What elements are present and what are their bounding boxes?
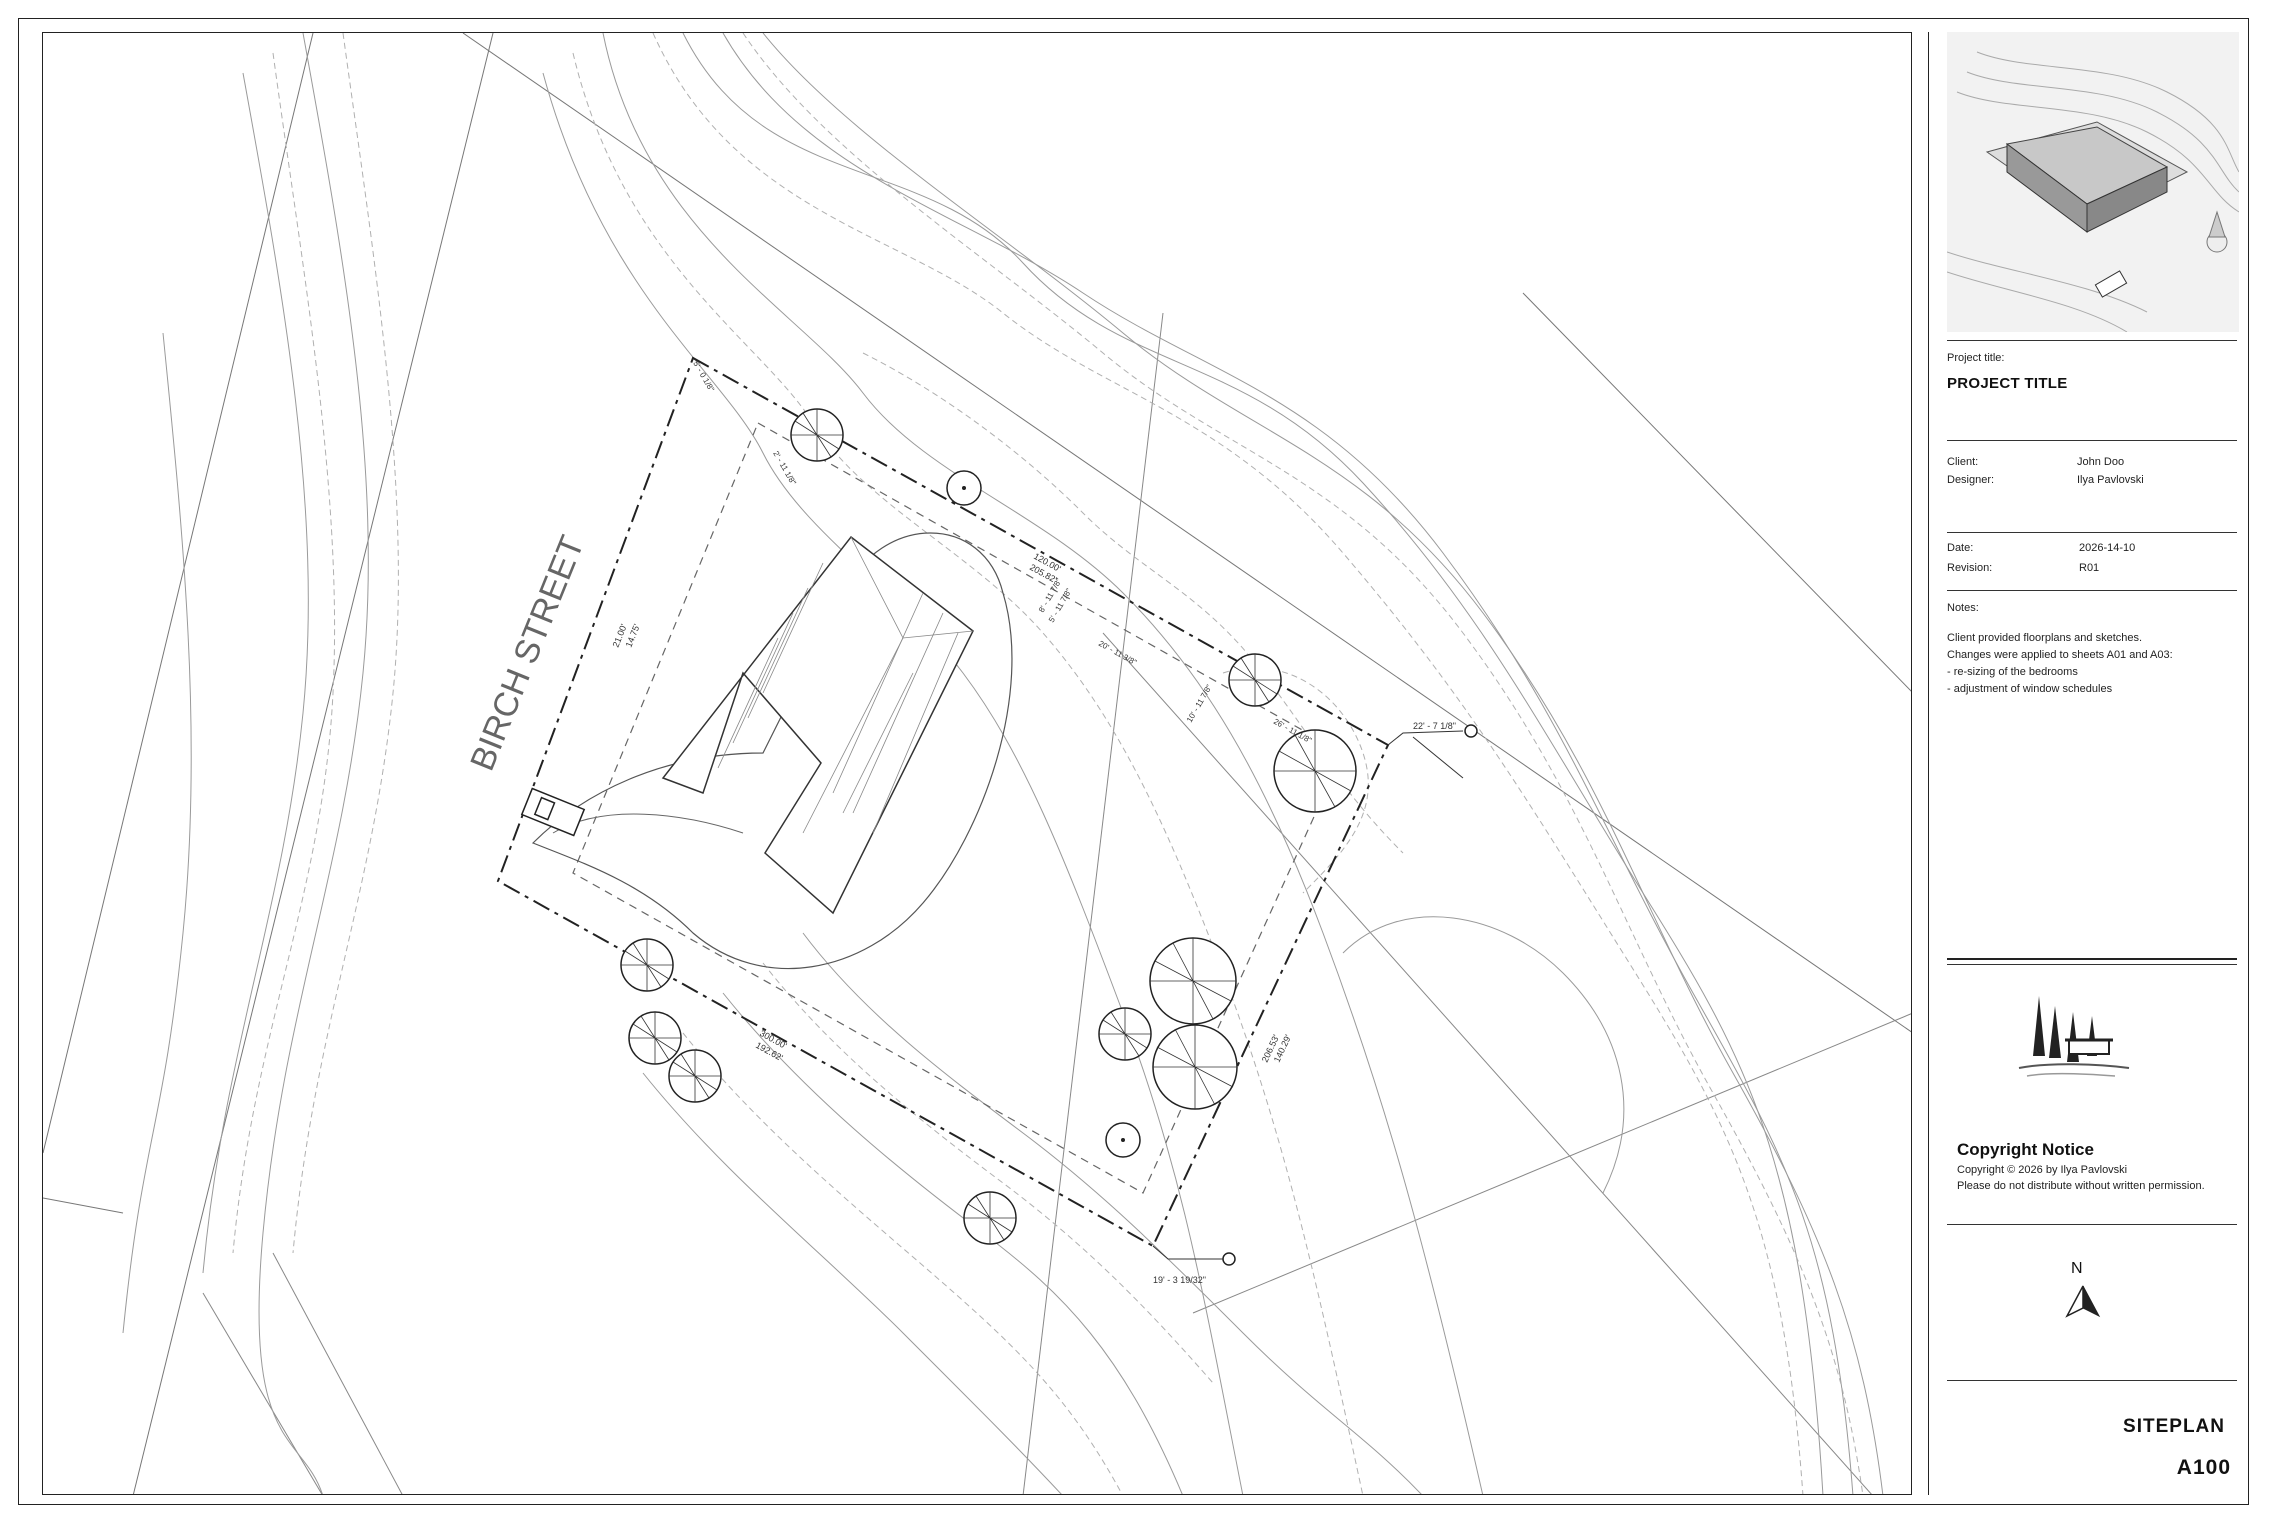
title-rule-7 <box>1947 1380 2237 1381</box>
studio-logo <box>2018 996 2130 1077</box>
title-rule-top <box>1947 340 2237 341</box>
note-line: - adjustment of window schedules <box>1947 683 2113 695</box>
street-name-label: BIRCH STREET <box>463 531 592 776</box>
setback-f-label: 10' - 11 7/8" <box>1185 683 1214 724</box>
copyright-heading: Copyright Notice <box>1957 1140 2094 1159</box>
site-plan-svg: BIRCH STREET 21.00' 14.75' 120.00' 205.8… <box>43 33 1911 1494</box>
title-rule-3 <box>1947 532 2237 533</box>
date-label: Date: <box>1947 542 1974 554</box>
revision-label: Revision: <box>1947 562 1993 574</box>
designer-label: Designer: <box>1947 474 1995 486</box>
note-line: Client provided floorplans and sketches. <box>1947 632 2143 644</box>
setback-e-label: 20' - 11 3/8" <box>1097 639 1138 667</box>
revision-value: R01 <box>2079 562 2100 574</box>
project-title-label: Project title: <box>1947 352 2005 364</box>
designer-value: Ilya Pavlovski <box>2077 474 2144 486</box>
title-rule-5b <box>1947 964 2237 965</box>
note-line: Changes were applied to sheets A01 and A… <box>1947 649 2173 661</box>
offset-se-label: 19' - 3 19/32" <box>1153 1275 1206 1285</box>
offset-ne-label: 22' - 7 1/8" <box>1413 721 1456 731</box>
client-label: Client: <box>1947 456 1979 468</box>
title-rule-4 <box>1947 590 2237 591</box>
title-rule-5 <box>1947 958 2237 960</box>
client-value: John Doo <box>2077 456 2125 468</box>
north-label: N <box>2071 1260 2083 1277</box>
title-rule-2 <box>1947 440 2237 441</box>
north-arrow-icon <box>2065 1285 2101 1318</box>
copyright-permission: Please do not distribute without written… <box>1957 1180 2205 1192</box>
note-line: - re-sizing of the bedrooms <box>1947 666 2078 678</box>
sheet-border <box>18 18 2249 1505</box>
date-value: 2026-14-10 <box>2079 542 2136 554</box>
notes-label: Notes: <box>1947 602 1979 614</box>
title-block: Project title: PROJECT TITLE Client: Joh… <box>1928 32 2245 1495</box>
site-plan-drawing: BIRCH STREET 21.00' 14.75' 120.00' 205.8… <box>42 32 1912 1495</box>
copyright-line: Copyright © 2026 by Ilya Pavlovski <box>1957 1164 2128 1176</box>
title-rule-6 <box>1947 1224 2237 1225</box>
3d-render-thumbnail <box>1947 32 2239 332</box>
setback-b-label: 2' - 11 1/8" <box>771 450 798 487</box>
notes-list: Client provided floorplans and sketches.… <box>1947 630 2237 698</box>
project-title: PROJECT TITLE <box>1947 375 2068 392</box>
sheet-name: SITEPLAN <box>2123 1416 2225 1437</box>
sheet-number: A100 <box>2176 1456 2231 1479</box>
